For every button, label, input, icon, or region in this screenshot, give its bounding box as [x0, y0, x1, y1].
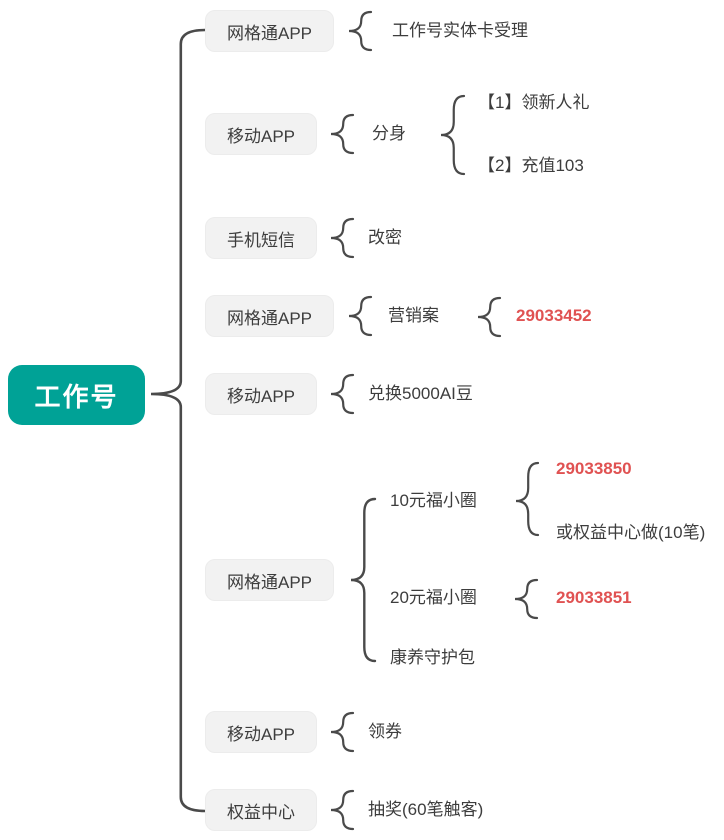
leaf-label[interactable]: 兑换5000AI豆 [368, 384, 473, 403]
brace-connector [515, 461, 540, 537]
brace-connector [330, 373, 355, 415]
brace-connector [330, 711, 355, 753]
leaf-label[interactable]: 【2】充值103 [478, 156, 584, 175]
leaf-label[interactable]: 或权益中心做(10笔) [556, 523, 706, 542]
brace-connector [477, 296, 502, 338]
leaf-label[interactable]: 领券 [368, 722, 402, 741]
sub-label[interactable]: 营销案 [388, 306, 439, 325]
root-node-workid[interactable]: 工作号 [8, 365, 145, 425]
brace-connector [350, 497, 377, 663]
branch-node[interactable]: 移动APP [205, 373, 318, 415]
brace-connector [330, 789, 355, 831]
brace-connector [330, 217, 355, 259]
brace-connector [348, 295, 373, 337]
branch-node[interactable]: 权益中心 [205, 789, 317, 831]
brace-connector [440, 94, 466, 176]
branch-node[interactable]: 手机短信 [205, 217, 317, 259]
campaign-code[interactable]: 29033851 [556, 588, 632, 607]
campaign-code[interactable]: 29033452 [516, 306, 592, 325]
root-brace-connector [150, 28, 207, 813]
sub-label[interactable]: 10元福小圈 [390, 491, 477, 510]
branch-node[interactable]: 网格通APP [205, 559, 335, 601]
sub-label[interactable]: 分身 [372, 124, 406, 143]
branch-node[interactable]: 网格通APP [205, 295, 335, 337]
branch-node[interactable]: 移动APP [205, 711, 318, 753]
leaf-label[interactable]: 抽奖(60笔触客) [368, 800, 484, 819]
sub-label[interactable]: 20元福小圈 [390, 588, 477, 607]
leaf-label[interactable]: 改密 [368, 228, 402, 247]
sub-label[interactable]: 康养守护包 [390, 648, 475, 667]
branch-node[interactable]: 移动APP [205, 113, 318, 155]
leaf-label[interactable]: 工作号实体卡受理 [392, 21, 528, 40]
brace-connector [348, 10, 373, 52]
leaf-label[interactable]: 【1】领新人礼 [478, 93, 590, 112]
brace-connector [330, 113, 355, 155]
brace-connector [514, 578, 539, 620]
campaign-code[interactable]: 29033850 [556, 459, 632, 478]
branch-node[interactable]: 网格通APP [205, 10, 335, 52]
